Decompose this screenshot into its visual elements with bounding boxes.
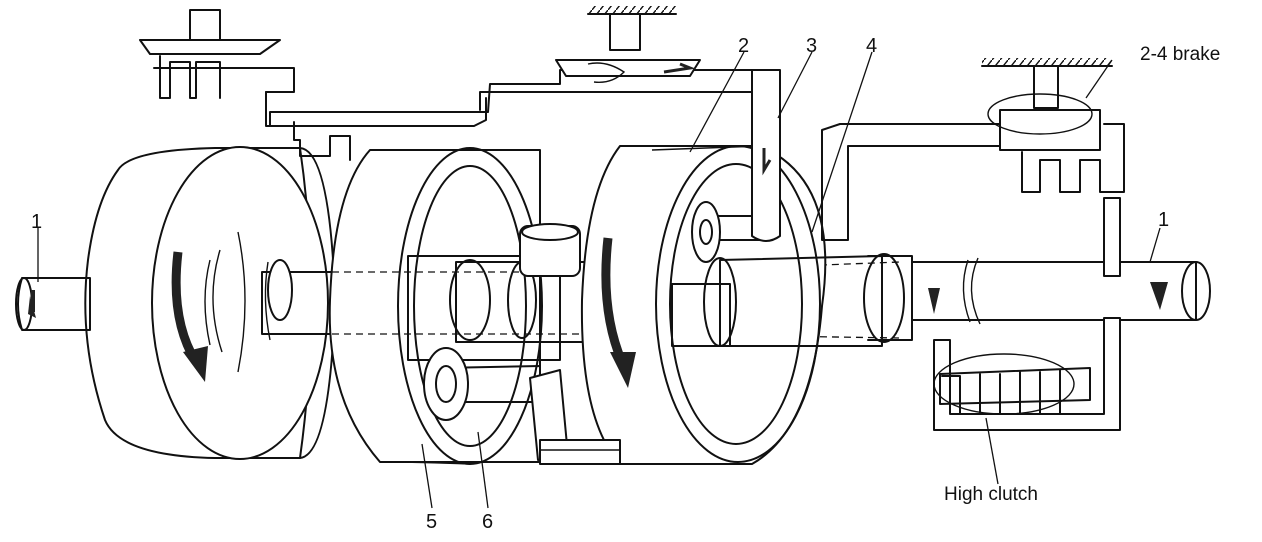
label-part-1-right: 1 (1158, 209, 1169, 231)
sun-gear-rings (449, 223, 597, 343)
pinion-gear-6 (423, 347, 569, 461)
label-2-4-brake: 2-4 brake (1140, 44, 1220, 65)
rotation-arrow-middle-drum (601, 237, 636, 388)
planetary-gear-block (407, 255, 561, 361)
valve-top-left (139, 9, 351, 161)
label-high-clutch: High clutch (944, 484, 1038, 505)
label-part-1-left: 1 (31, 211, 42, 233)
left-input-shaft (15, 277, 91, 331)
rotation-arrow-left-drum (171, 251, 208, 382)
right-output-shaft (911, 257, 1211, 325)
label-part-3: 3 (806, 35, 817, 57)
brake-feed-passage-dark (821, 123, 1001, 241)
leader-lines (37, 51, 1161, 509)
brake-2-4 (981, 58, 1125, 277)
pinion-gear-upper (691, 201, 773, 263)
label-part-5: 5 (426, 511, 437, 533)
left-drum (84, 146, 336, 460)
high-clutch (933, 317, 1121, 431)
label-part-6: 6 (482, 511, 493, 533)
oil-passage-top (269, 6, 777, 127)
tube-3 (751, 69, 781, 242)
drum-connector-bottom (539, 439, 621, 465)
label-part-2: 2 (738, 35, 749, 57)
label-part-4: 4 (866, 35, 877, 57)
middle-drum-5 (328, 147, 543, 465)
